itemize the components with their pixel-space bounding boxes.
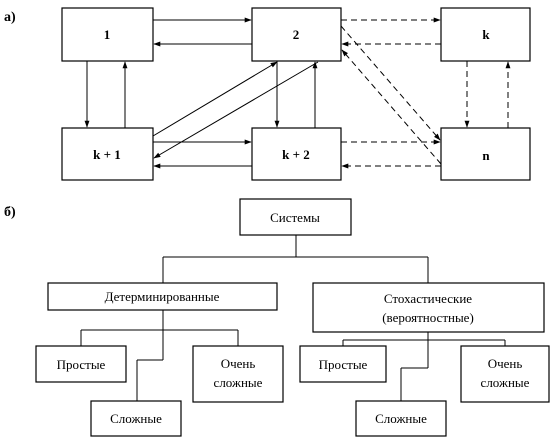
- det-simple-label: Простые: [57, 357, 106, 372]
- det-simple: Простые: [35, 345, 127, 383]
- stoch-very-complex-line2: сложные: [481, 375, 530, 390]
- stoch-very-complex: Очень сложные: [460, 345, 550, 403]
- deterministic-box: Детерминированные: [47, 282, 278, 311]
- stoch-simple-label: Простые: [319, 357, 368, 372]
- stoch-very-complex-line1: Очень: [488, 356, 523, 371]
- node-k-plus-2: k + 2: [251, 127, 342, 181]
- det-complex-label: Сложные: [110, 411, 162, 426]
- part-b-label: б): [4, 205, 16, 220]
- det-complex: Сложные: [90, 400, 182, 437]
- node-k: k: [440, 7, 531, 62]
- node-2-label: 2: [293, 27, 300, 42]
- node-k-plus-1: k + 1: [61, 127, 154, 181]
- stoch-complex-label: Сложные: [375, 411, 427, 426]
- node-k-plus-1-label: k + 1: [93, 147, 121, 162]
- node-2: 2: [251, 7, 342, 62]
- det-very-complex-line2: сложные: [214, 375, 263, 390]
- solid-arrows: [84, 17, 319, 169]
- dashed-n-to-2-diag: [341, 49, 442, 165]
- stoch-simple: Простые: [299, 345, 387, 383]
- arrow-k1-to-2-diag: [152, 61, 278, 137]
- tree-connectors: [80, 235, 506, 401]
- dashed-2-to-n-diag: [340, 25, 441, 141]
- root-systems-label: Системы: [270, 210, 320, 225]
- part-a-label: а): [4, 10, 16, 25]
- node-1: 1: [61, 7, 154, 62]
- node-k-label: k: [482, 27, 490, 42]
- deterministic-label: Детерминированные: [105, 289, 220, 304]
- node-n-label: n: [482, 148, 490, 163]
- stochastic-label-line2: (вероятностные): [382, 310, 474, 325]
- stochastic-label-line1: Стохастические: [384, 291, 472, 306]
- arrow-2-to-k1-diag: [153, 61, 319, 159]
- stochastic-box: Стохастические (вероятностные): [312, 282, 545, 333]
- dashed-arrows: [340, 17, 511, 169]
- node-1-label: 1: [104, 27, 111, 42]
- det-very-complex: Очень сложные: [192, 345, 284, 403]
- node-n: n: [440, 127, 531, 181]
- root-systems: Системы: [239, 198, 352, 236]
- node-k-plus-2-label: k + 2: [282, 147, 310, 162]
- stoch-complex: Сложные: [355, 400, 447, 437]
- det-very-complex-line1: Очень: [221, 356, 256, 371]
